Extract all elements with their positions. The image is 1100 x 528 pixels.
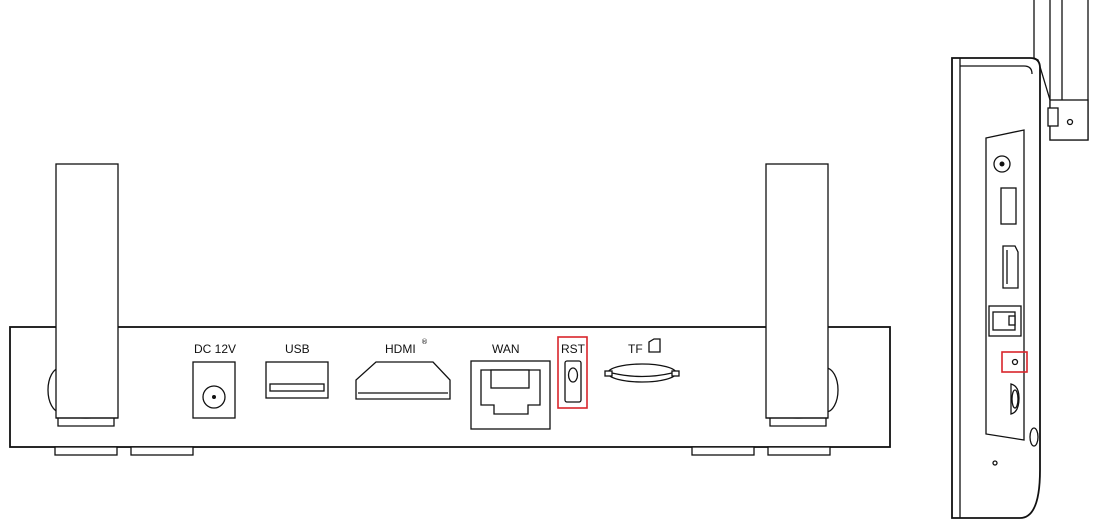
- antenna-left: [47, 163, 119, 427]
- dc-port: DC 12V: [192, 342, 236, 419]
- side-foot: [1029, 427, 1039, 447]
- side-screw-hole: [992, 460, 998, 466]
- tf-slot: TF: [604, 338, 680, 383]
- hdmi-registered-mark: ®: [421, 338, 428, 346]
- antenna-right: [765, 163, 839, 427]
- foot-right-2: [767, 446, 831, 456]
- rear-view: DC 12V USB HDMI ® WAN RST: [9, 163, 891, 456]
- dc-label: DC 12V: [194, 342, 236, 356]
- sd-card-icon: [648, 338, 661, 353]
- rst-highlight-box: [557, 336, 588, 409]
- foot-left-2: [130, 446, 194, 456]
- wan-label: WAN: [492, 342, 520, 356]
- side-hdmi-port: [1002, 245, 1019, 289]
- side-rst-highlight-box: [1001, 351, 1028, 373]
- rst-button: RST: [557, 336, 588, 409]
- side-view: [951, 0, 1089, 519]
- side-antenna: [1033, 0, 1089, 141]
- tf-label: TF: [628, 342, 643, 356]
- usb-label: USB: [285, 342, 310, 356]
- hdmi-port: HDMI ®: [355, 338, 451, 400]
- usb-port: USB: [265, 342, 329, 399]
- side-rst-hole: [1011, 358, 1019, 366]
- rst-label: RST: [561, 342, 586, 356]
- hdmi-label: HDMI: [385, 342, 416, 356]
- foot-right-1: [691, 446, 755, 456]
- side-usb-port: [1000, 187, 1017, 225]
- side-wan-port: [988, 305, 1022, 337]
- foot-left-1: [54, 446, 118, 456]
- wan-port: WAN: [470, 342, 551, 430]
